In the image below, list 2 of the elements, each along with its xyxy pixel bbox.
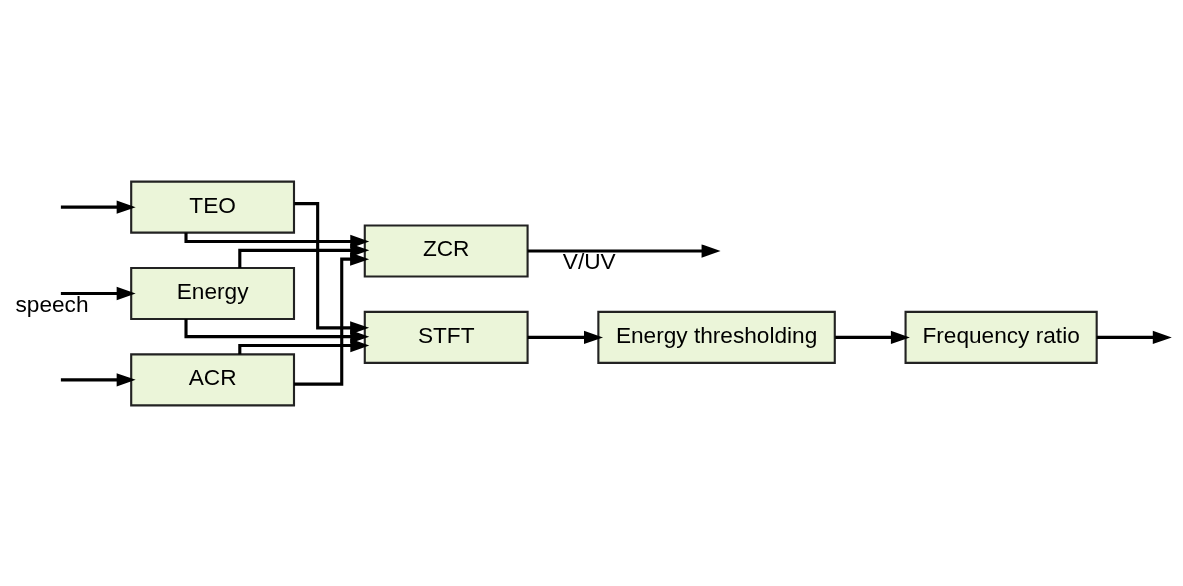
- edge-label: speech: [15, 290, 89, 317]
- edge-label: V/UV: [562, 247, 616, 274]
